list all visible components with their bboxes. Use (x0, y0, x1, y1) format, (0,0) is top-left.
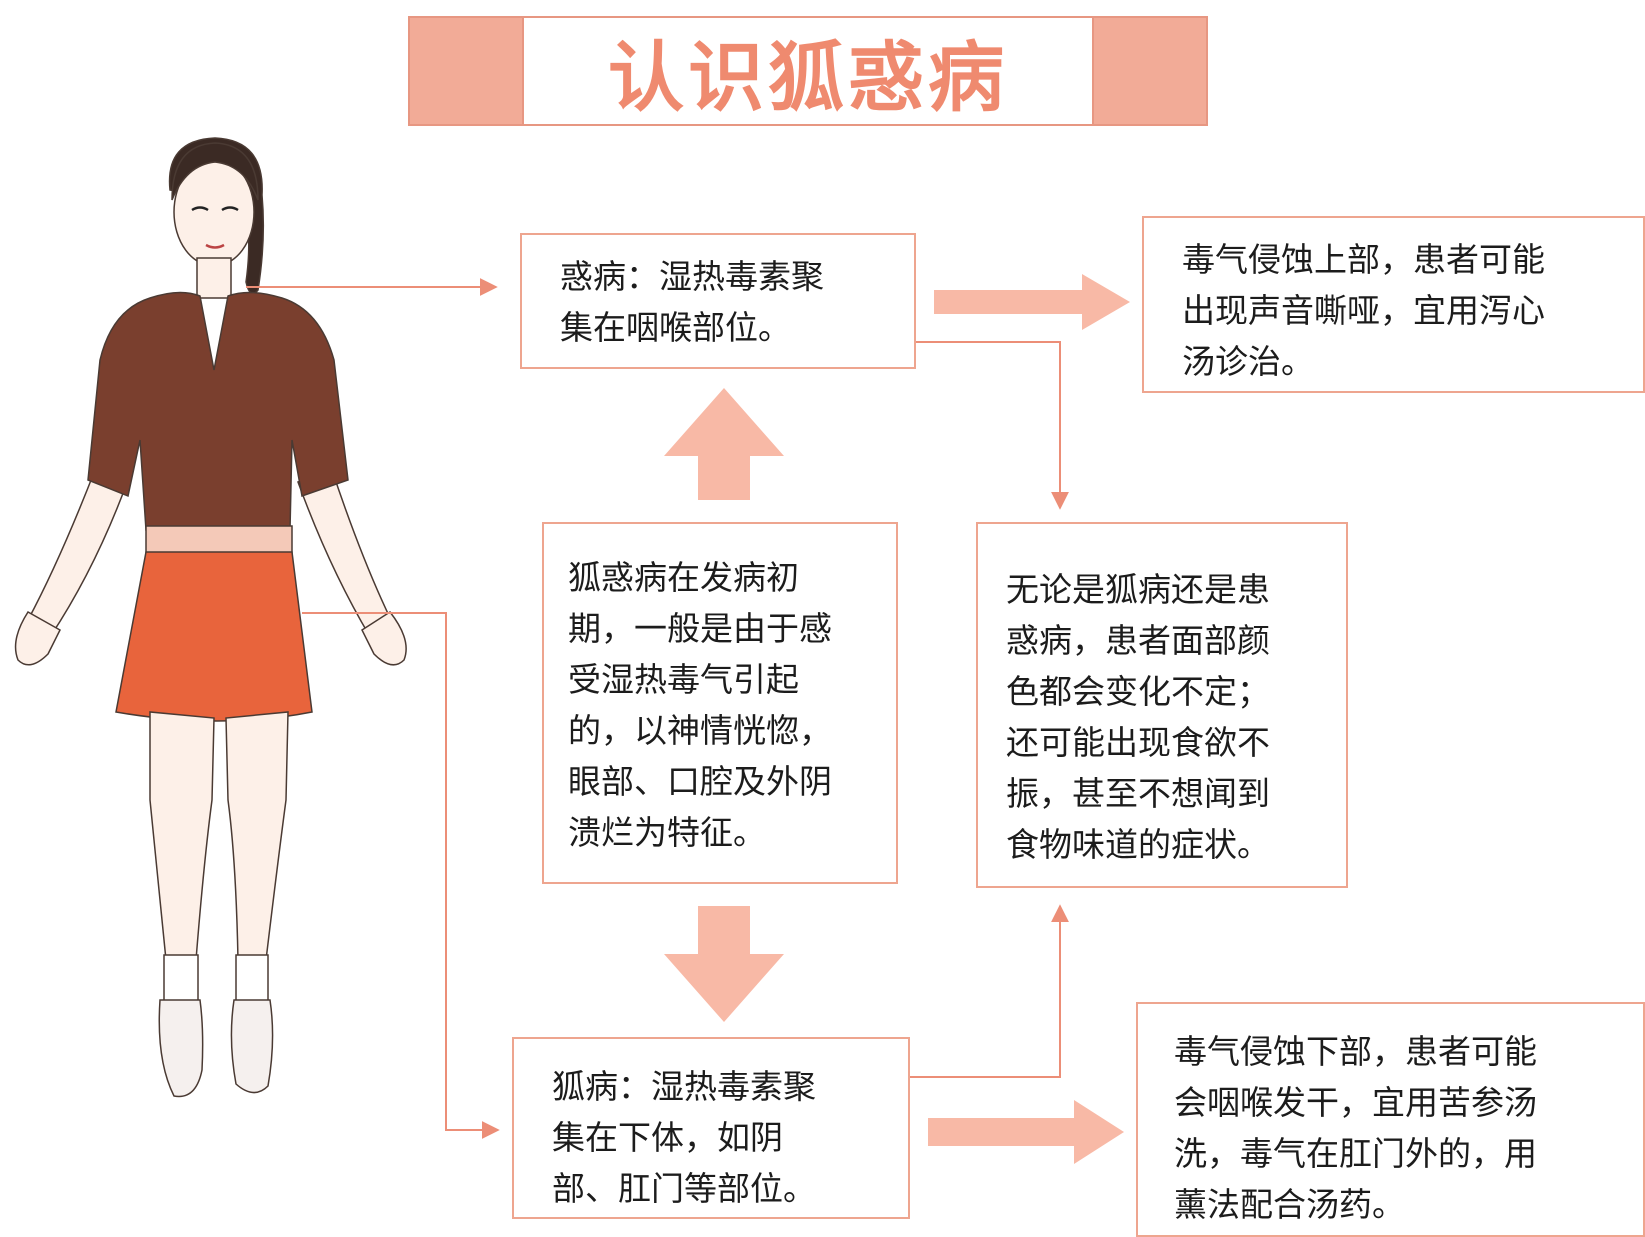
block-arrows (664, 274, 1130, 1164)
right-sock (235, 954, 269, 1002)
center-line-1: 狐惑病在发病初 (568, 558, 799, 597)
throat-line-2: 集在咽喉部位。 (560, 308, 791, 347)
orange-skirt (115, 551, 313, 722)
neck (196, 257, 232, 299)
lower-result-line-3: 洗，毒气在肛门外的，用 (1174, 1134, 1537, 1173)
lower-result-line-4: 薰法配合汤药。 (1174, 1185, 1405, 1224)
arrow-up (664, 388, 784, 500)
arrow-right-lower (928, 1100, 1124, 1164)
waistband (145, 525, 293, 555)
throat-box: 惑病：湿热毒素聚 集在咽喉部位。 (520, 233, 916, 369)
center-line-6: 溃烂为特征。 (568, 813, 766, 852)
face-line-6: 食物味道的症状。 (1006, 825, 1270, 864)
lower-result-line-2: 会咽喉发干，宜用苦参汤 (1174, 1083, 1537, 1122)
upper-result-line-1: 毒气侵蚀上部，患者可能 (1182, 240, 1545, 279)
upper-result-box: 毒气侵蚀上部，患者可能 出现声音嘶哑，宜用泻心 汤诊治。 (1142, 216, 1645, 393)
title-inner-panel: 认识狐惑病 (522, 18, 1094, 124)
upper-result-line-3: 汤诊治。 (1182, 342, 1314, 381)
connector-throat-to-face (916, 341, 1069, 510)
left-hand (14, 610, 61, 666)
face-line-2: 惑病，患者面部颜 (1006, 621, 1270, 660)
lower-result-box: 毒气侵蚀下部，患者可能 会咽喉发干，宜用苦参汤 洗，毒气在肛门外的，用 薰法配合… (1136, 1002, 1645, 1237)
title-banner: 认识狐惑病 (408, 16, 1208, 126)
face-line-4: 还可能出现食欲不 (1006, 723, 1270, 762)
page-title: 认识狐惑病 (608, 33, 1008, 122)
connector-lower-body (302, 612, 500, 1139)
center-box: 狐惑病在发病初 期，一般是由于感 受湿热毒气引起 的，以神情恍惚， 眼部、口腔及… (542, 522, 898, 884)
left-arm (27, 469, 129, 642)
left-shoe (158, 999, 204, 1098)
right-shoe (230, 999, 274, 1094)
left-leg (149, 711, 215, 961)
lower-result-line-1: 毒气侵蚀下部，患者可能 (1174, 1032, 1537, 1071)
woman-illustration (14, 137, 407, 1098)
center-line-3: 受湿热毒气引起 (568, 660, 799, 699)
face-line-3: 色都会变化不定； (1006, 672, 1270, 711)
right-arm (297, 469, 393, 642)
center-line-5: 眼部、口腔及外阴 (568, 762, 832, 801)
connector-lower-to-face (910, 904, 1069, 1078)
lower-line-3: 部、肛门等部位。 (552, 1169, 816, 1208)
throat-line-1: 惑病：湿热毒素聚 (560, 257, 824, 296)
face-line-1: 无论是狐病还是患 (1006, 570, 1270, 609)
arrow-right-upper (934, 274, 1130, 330)
right-hand (361, 611, 407, 666)
lower-box: 狐病：湿热毒素聚 集在下体，如阴 部、肛门等部位。 (512, 1037, 910, 1219)
hair-top (171, 142, 259, 201)
upper-result-line-2: 出现声音嘶哑，宜用泻心 (1182, 291, 1545, 330)
center-line-2: 期，一般是由于感 (568, 609, 832, 648)
lower-line-1: 狐病：湿热毒素聚 (552, 1067, 816, 1106)
brown-shirt (87, 291, 349, 531)
lower-line-2: 集在下体，如阴 (552, 1118, 783, 1157)
arrow-down (664, 906, 784, 1022)
center-line-4: 的，以神情恍惚， (568, 711, 832, 750)
face-color-box: 无论是狐病还是患 惑病，患者面部颜 色都会变化不定； 还可能出现食欲不 振，甚至… (976, 522, 1348, 888)
right-leg (225, 711, 289, 961)
connector-lines (246, 278, 1069, 1139)
face-line-5: 振，甚至不想闻到 (1006, 774, 1270, 813)
left-sock (163, 954, 199, 1002)
